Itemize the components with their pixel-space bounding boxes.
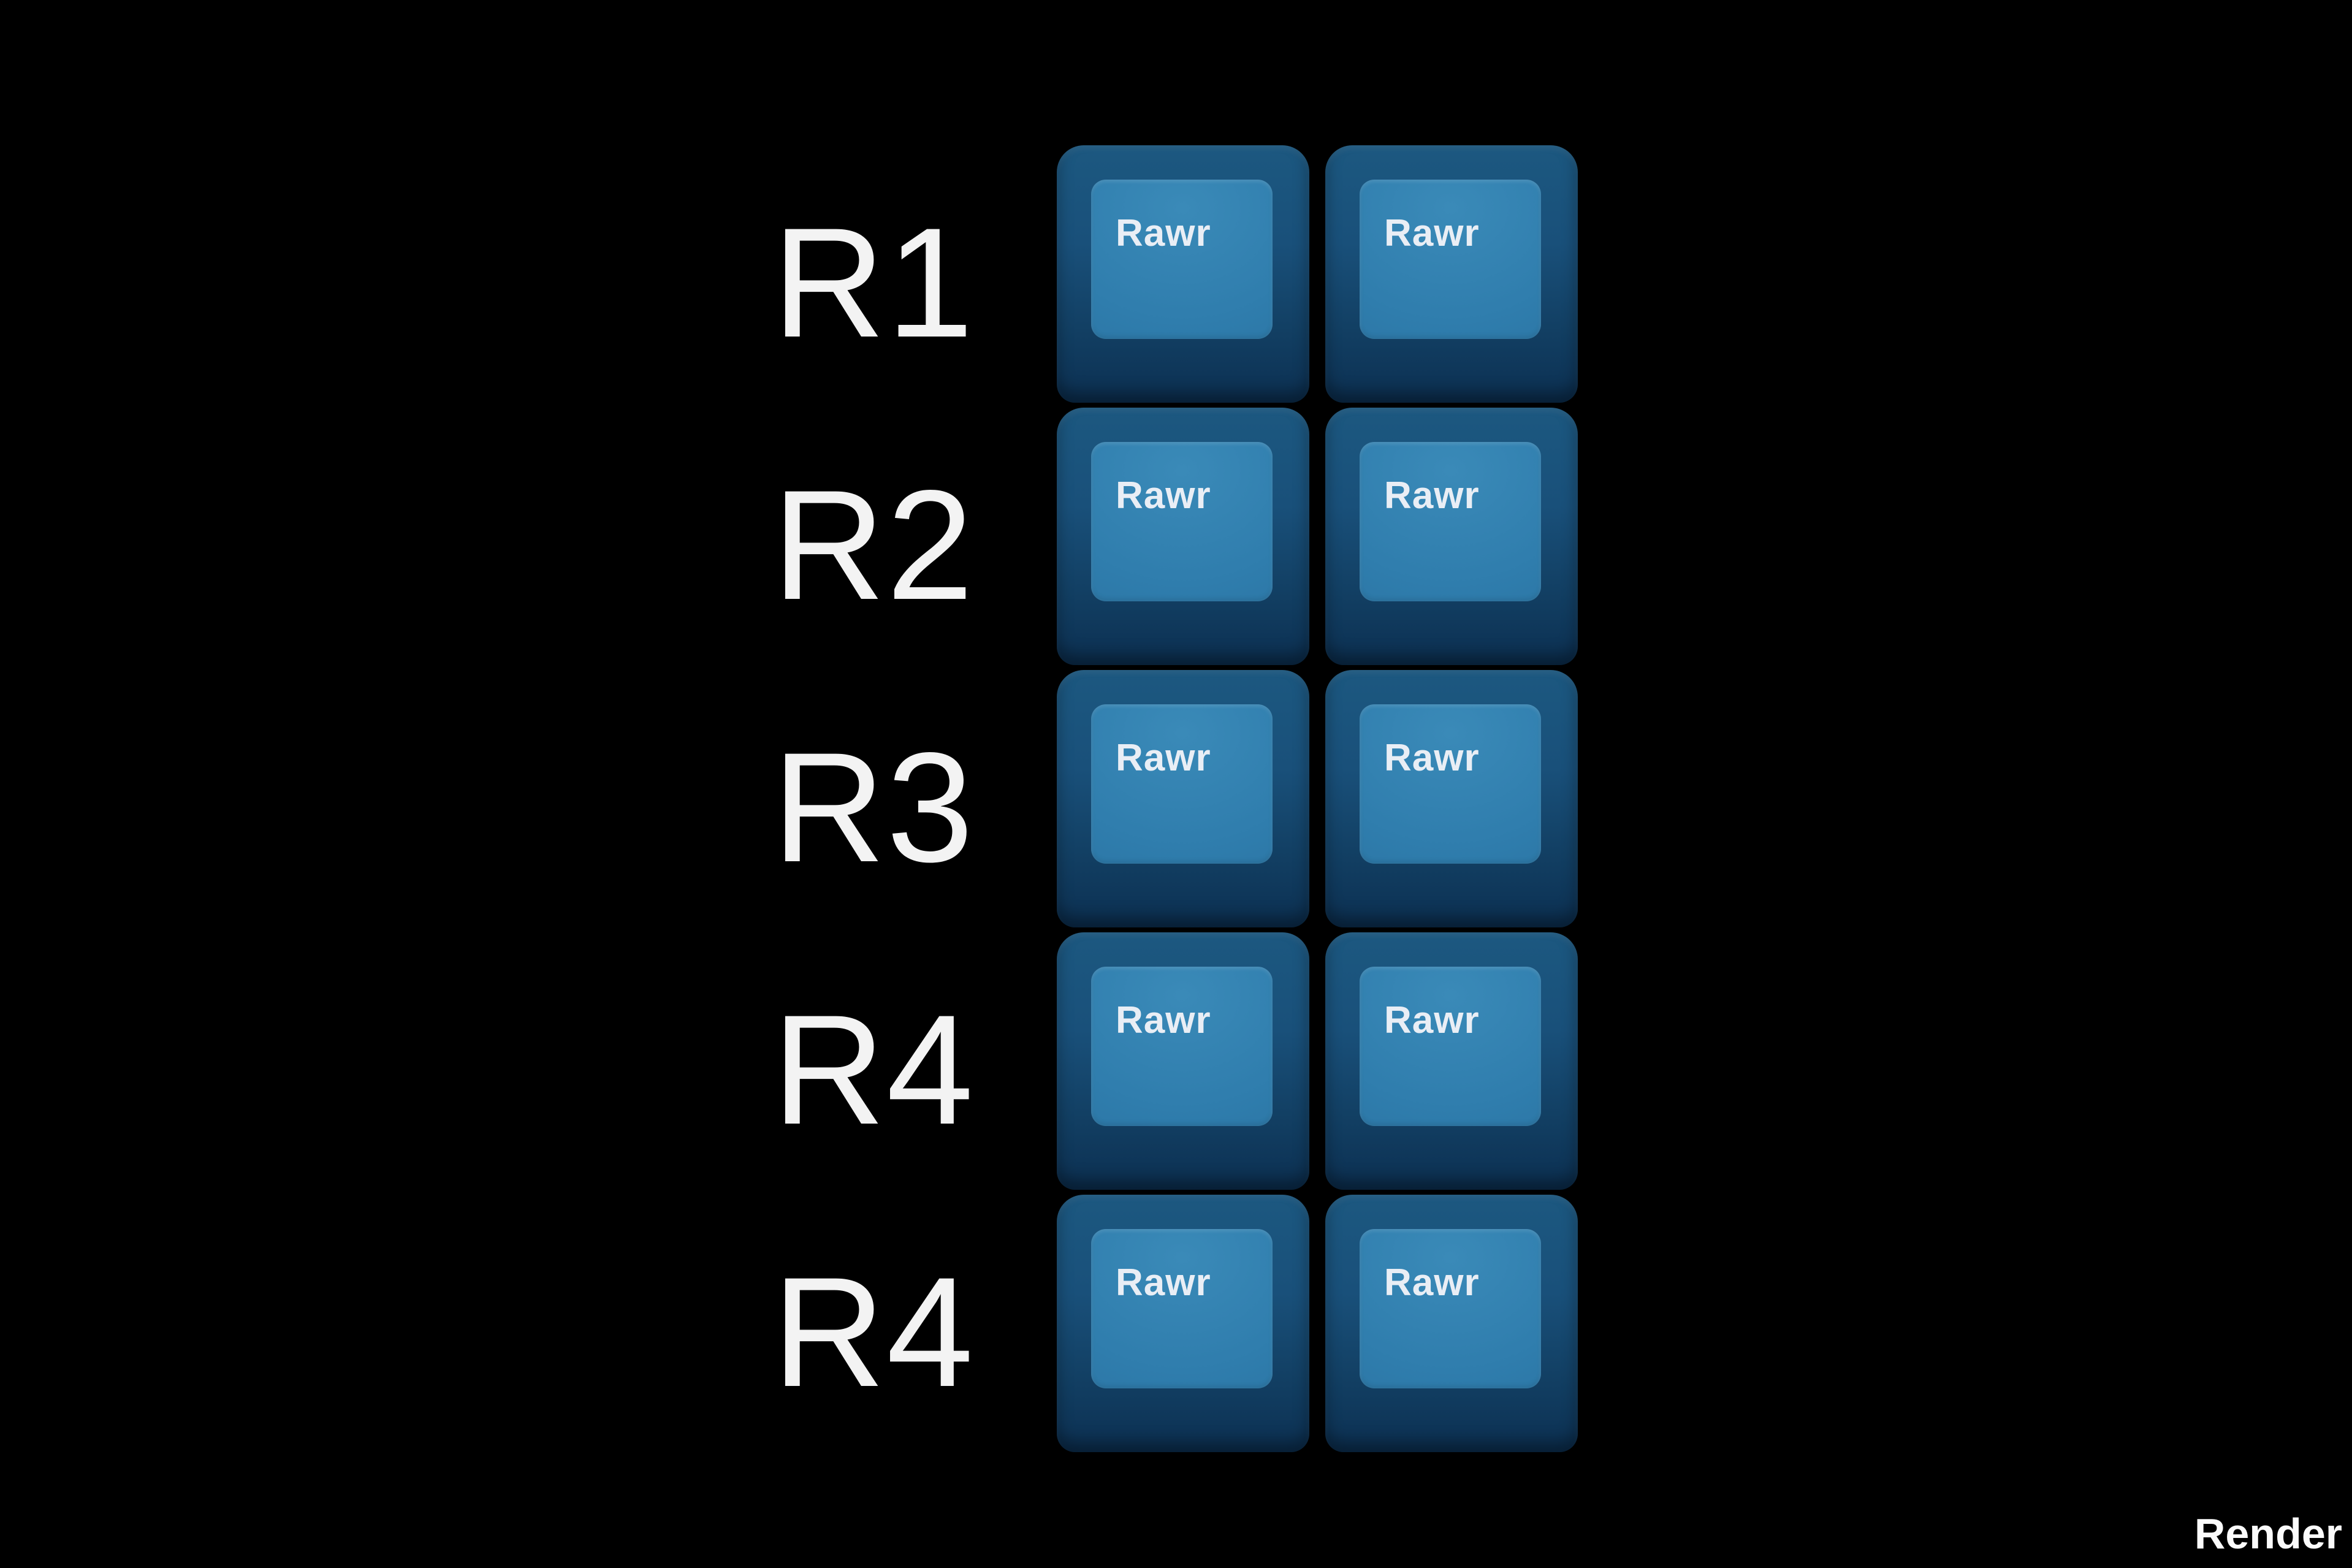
keycap-legend: Rawr [1384,212,1480,254]
profile-row-r2: R2 Rawr Rawr [662,408,1578,665]
keycap-top-face: Rawr [1091,180,1273,339]
keycap-top-face: Rawr [1091,1229,1273,1388]
row-label: R2 [772,457,975,633]
keycap-legend: Rawr [1116,737,1211,779]
keycap-legend: Rawr [1116,999,1211,1041]
keycap-top-face: Rawr [1360,1229,1541,1388]
keycap: Rawr [1325,1195,1578,1452]
keycap-pair: Rawr Rawr [1057,670,1578,927]
keycap-legend: Rawr [1384,737,1480,779]
keycap-profile-diagram: R1 Rawr Rawr R2 Rawr R [662,145,1578,1452]
profile-row-r1: R1 Rawr Rawr [662,145,1578,403]
keycap-top-face: Rawr [1091,442,1273,601]
keycap: Rawr [1057,408,1309,665]
keycap-pair: Rawr Rawr [1057,1195,1578,1452]
keycap: Rawr [1057,1195,1309,1452]
keycap-top-face: Rawr [1091,704,1273,864]
keycap: Rawr [1057,670,1309,927]
keycap-legend: Rawr [1116,474,1211,517]
keycap-legend: Rawr [1116,212,1211,254]
keycap-top-face: Rawr [1091,967,1273,1126]
row-label: R4 [772,982,975,1157]
keycap-legend: Rawr [1116,1262,1211,1304]
keycap: Rawr [1325,932,1578,1190]
row-label: R1 [772,195,975,370]
keycap-pair: Rawr Rawr [1057,932,1578,1190]
keycap-top-face: Rawr [1360,442,1541,601]
keycap: Rawr [1057,145,1309,403]
profile-row-r3: R3 Rawr Rawr [662,670,1578,927]
profile-row-r4: R4 Rawr Rawr [662,932,1578,1190]
keycap: Rawr [1325,408,1578,665]
row-label: R4 [772,1244,975,1420]
keycap: Rawr [1057,932,1309,1190]
render-watermark: Render [2194,1510,2342,1558]
keycap-top-face: Rawr [1360,967,1541,1126]
keycap-legend: Rawr [1384,999,1480,1041]
row-label: R3 [772,720,975,895]
keycap: Rawr [1325,670,1578,927]
keycap-top-face: Rawr [1360,704,1541,864]
keycap-top-face: Rawr [1360,180,1541,339]
keycap-legend: Rawr [1384,1262,1480,1304]
profile-row-r4-bottom: R4 Rawr Rawr [662,1195,1578,1452]
keycap: Rawr [1325,145,1578,403]
keycap-pair: Rawr Rawr [1057,145,1578,403]
keycap-pair: Rawr Rawr [1057,408,1578,665]
keycap-legend: Rawr [1384,474,1480,517]
